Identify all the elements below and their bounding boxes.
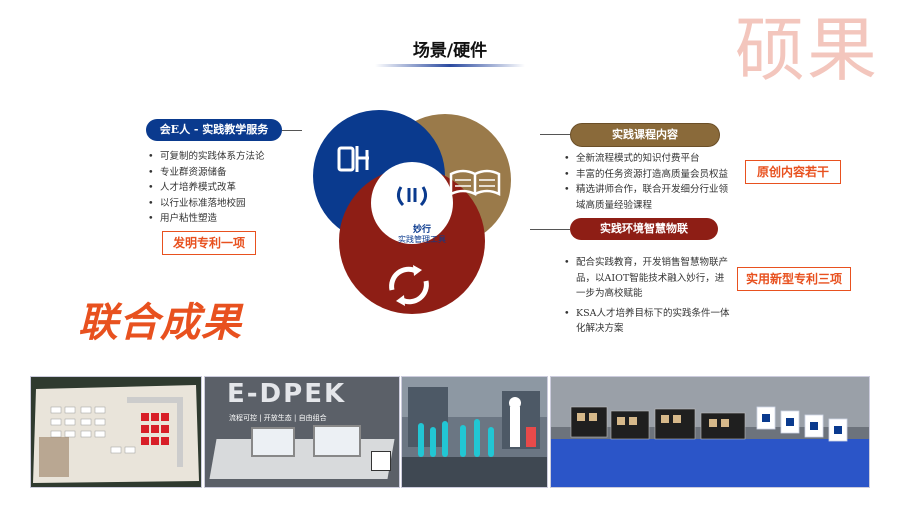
floor-plan-illustration: [31, 377, 201, 487]
refresh-arrow-1: [413, 265, 422, 276]
qr-code: [371, 451, 391, 471]
brand-icon: [337, 146, 369, 172]
photo-product-display: [550, 376, 870, 488]
list-item: 配合实践教育，开发销售智慧物联产品，以AIOT智能技术融入妙行，进一步为高校赋能: [564, 255, 732, 302]
refresh-arrow-2: [396, 295, 405, 306]
product-display-illustration: [551, 377, 869, 487]
result-original-content: 原创内容若干: [745, 160, 841, 184]
connector-right-top: [540, 134, 570, 135]
edpek-tagline: 流程可控 | 开放生态 | 自由组合: [229, 414, 327, 422]
figures-illustration: [402, 377, 547, 487]
miaoxing-logo-icon: [396, 186, 428, 207]
result-invention-patent: 发明专利一项: [162, 231, 256, 255]
list-item: 丰富的任务资源打造高质量会员权益: [564, 167, 736, 183]
monitor-right: [313, 425, 361, 457]
pill-course-content: 实践课程内容: [570, 123, 720, 147]
list-item: 用户粘性塑造: [148, 211, 308, 227]
desk-surface: [209, 439, 395, 479]
photo-edpek-workstation: E-DPEK 流程可控 | 开放生态 | 自由组合: [204, 376, 400, 488]
list-item: 以行业标准落地校园: [148, 196, 308, 212]
refresh-icon: [389, 266, 429, 305]
edpek-banner: E-DPEK: [227, 379, 347, 409]
right-bottom-bullet-list: 配合实践教育，开发销售智慧物联产品，以AIOT智能技术融入妙行，进一步为高校赋能…: [564, 255, 732, 337]
photo-floor-plan: [30, 376, 202, 488]
result-utility-patent: 实用新型专利三项: [737, 267, 851, 291]
list-item: KSA人才培养目标下的实践条件一体化解决方案: [564, 306, 732, 337]
connector-right-bottom: [530, 229, 570, 230]
center-subtitle: 实践管理工具: [398, 235, 446, 244]
page-title: 场景/硬件: [412, 41, 488, 61]
photo-figures-lab: [401, 376, 548, 488]
center-circle: [371, 162, 453, 244]
watermark-text: 硕果: [735, 9, 879, 91]
connector-left: [282, 130, 302, 131]
center-logo-text: 妙行: [412, 225, 431, 235]
book-icon: [449, 169, 501, 197]
monitor-left: [251, 427, 295, 457]
headline-joint-results: 联合成果: [78, 300, 242, 346]
list-item: 精选讲师合作，联合开发细分行业领域高质量经验课程: [564, 182, 736, 213]
pill-service: 会E人 - 实践教学服务: [146, 119, 282, 141]
pill-smart-iot: 实践环境智慧物联: [570, 218, 718, 240]
right-top-bullet-list: 全新流程模式的知识付费平台 丰富的任务资源打造高质量会员权益 精选讲师合作，联合…: [564, 151, 736, 213]
title-underline: [375, 64, 525, 67]
left-bullet-list: 可复制的实践体系方法论 专业群资源储备 人才培养模式改革 以行业标准落地校园 用…: [148, 149, 308, 227]
venn-diagram: [313, 110, 511, 314]
list-item: 可复制的实践体系方法论: [148, 149, 308, 165]
list-item: 专业群资源储备: [148, 165, 308, 181]
list-item: 人才培养模式改革: [148, 180, 308, 196]
list-item: 全新流程模式的知识付费平台: [564, 151, 736, 167]
